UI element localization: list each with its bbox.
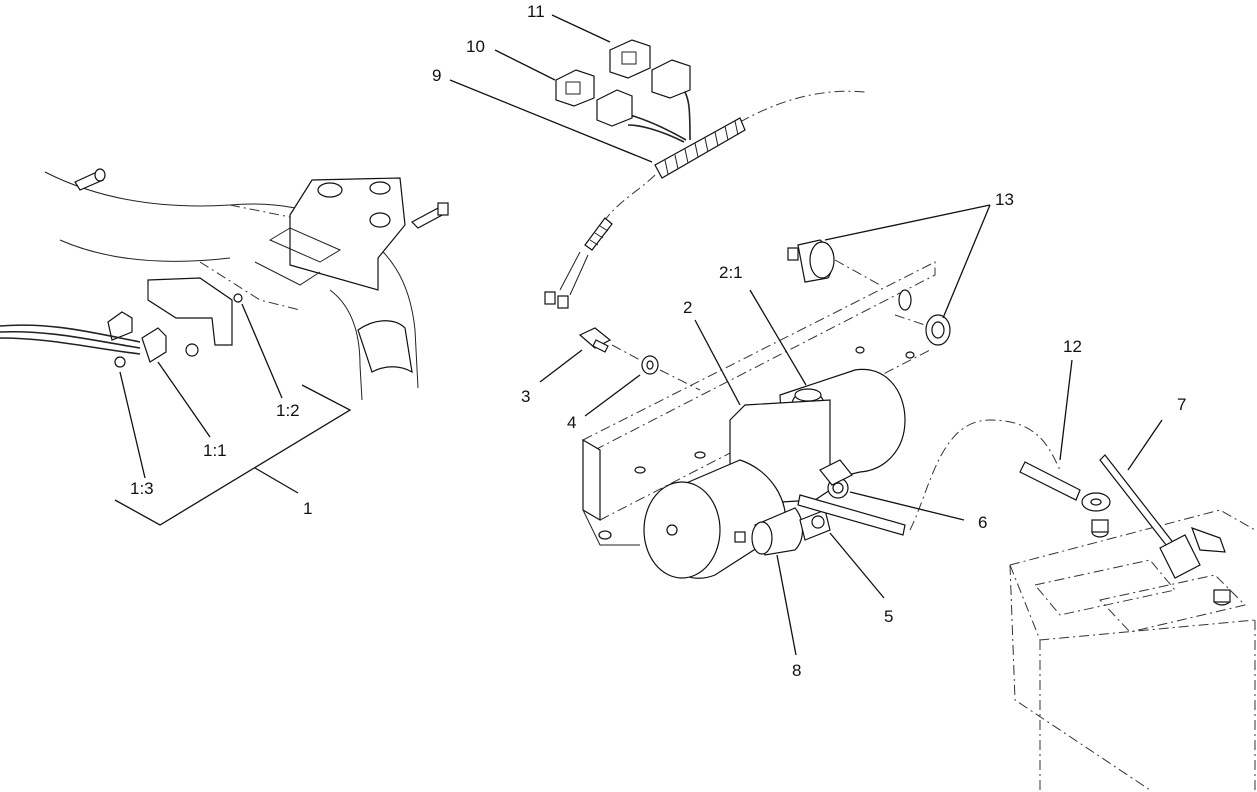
callout-1-1: 1:1 bbox=[203, 441, 227, 460]
callout-3: 3 bbox=[521, 387, 530, 406]
callout-9: 9 bbox=[432, 66, 441, 85]
callout-5: 5 bbox=[884, 607, 893, 626]
switch-assembly-13 bbox=[787, 239, 951, 346]
callout-2-1: 2:1 bbox=[719, 263, 743, 282]
pump-assembly bbox=[578, 261, 936, 579]
callout-10: 10 bbox=[466, 37, 485, 56]
callout-4: 4 bbox=[567, 413, 576, 432]
frame-assembly bbox=[0, 168, 449, 401]
callout-11: 11 bbox=[527, 2, 545, 21]
callout-12: 12 bbox=[1063, 337, 1082, 356]
callout-7: 7 bbox=[1177, 395, 1186, 414]
leader-lines bbox=[114, 14, 1163, 656]
callout-labels: 1 1:1 1:2 1:3 2 2:1 3 4 5 6 7 8 9 10 11 … bbox=[130, 2, 1186, 680]
callout-13: 13 bbox=[995, 190, 1014, 209]
callout-6: 6 bbox=[978, 513, 987, 532]
callout-1: 1 bbox=[303, 499, 312, 518]
callout-2: 2 bbox=[683, 298, 692, 317]
callout-8: 8 bbox=[792, 661, 801, 680]
callout-1-2: 1:2 bbox=[276, 401, 300, 420]
callout-1-3: 1:3 bbox=[130, 479, 154, 498]
battery-assembly bbox=[909, 419, 1256, 791]
wire-harness-assembly bbox=[544, 39, 866, 309]
